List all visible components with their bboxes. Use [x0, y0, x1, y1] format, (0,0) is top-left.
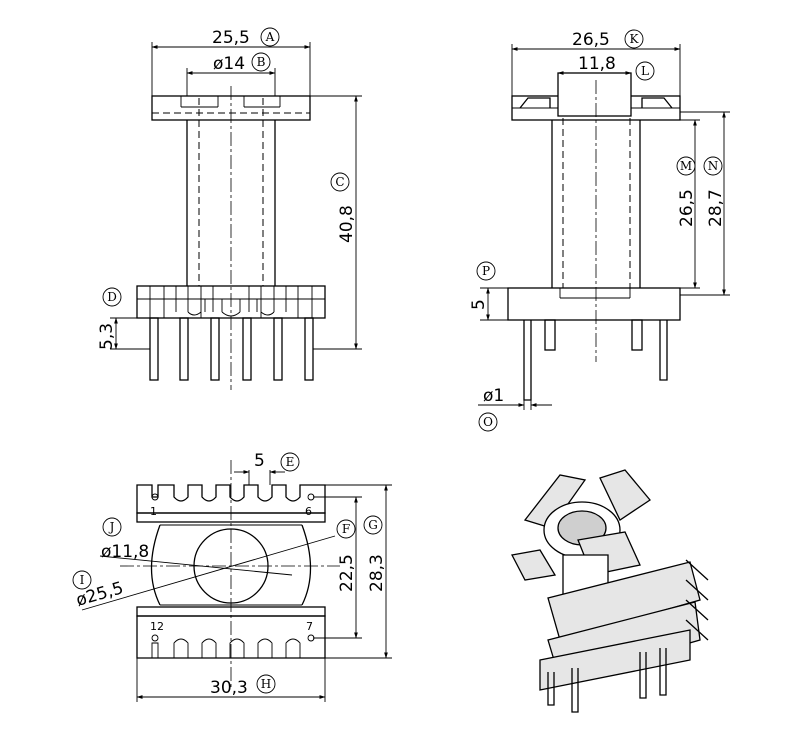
- dim-p-value: 5: [469, 299, 489, 310]
- isometric-view: [511, 469, 709, 713]
- dim-b-value: ø14: [213, 54, 245, 74]
- dim-e-value: 5: [254, 451, 265, 471]
- dim-e-tag: E: [286, 455, 295, 469]
- dim-n-tag: N: [708, 159, 719, 173]
- dim-b-tag: B: [257, 55, 266, 69]
- dim-g-value: 28,3: [367, 554, 387, 592]
- base-slots: [149, 286, 313, 318]
- front-view: 25,5 A ø14 B 40,8 C D 5,3: [97, 27, 362, 390]
- iso-pins: [547, 559, 709, 713]
- dim-p-tag: P: [482, 264, 490, 278]
- dim-n-value: 28,7: [706, 189, 726, 227]
- pin-label-6: 6: [305, 505, 312, 518]
- pin-label-1: 1: [150, 505, 157, 518]
- dim-d-tag: D: [107, 290, 117, 304]
- dim-o-tag: O: [483, 415, 493, 429]
- dim-h-value: 30,3: [210, 678, 248, 698]
- dim-c-tag: C: [335, 175, 344, 189]
- dim-m-value: 26,5: [677, 189, 697, 227]
- dim-a-value: 25,5: [212, 28, 250, 48]
- top-view: 1 6 12 7 5 E 22,5 28,3 F: [72, 451, 392, 702]
- front-pins: [149, 317, 314, 381]
- dim-m-tag: M: [680, 159, 692, 173]
- dim-f-tag: F: [342, 522, 350, 536]
- side-view: 26,5 K 11,8 L 26,5 28,7 M N P 5 ø1 O: [469, 29, 730, 432]
- dim-g-tag: G: [368, 518, 378, 532]
- dim-j-value: ø11,8: [101, 542, 149, 562]
- dim-l-value: 11,8: [578, 54, 616, 74]
- pin-label-7: 7: [306, 620, 313, 633]
- dim-k-tag: K: [630, 32, 640, 46]
- dim-h-tag: H: [261, 677, 271, 691]
- dim-k-value: 26,5: [572, 30, 610, 50]
- dim-i-tag: I: [80, 573, 85, 587]
- dim-l-tag: L: [641, 64, 649, 78]
- dim-d-value: 5,3: [97, 323, 117, 350]
- pin-label-12: 12: [150, 620, 164, 633]
- dim-f-value: 22,5: [337, 554, 357, 592]
- dim-j-tag: J: [108, 520, 115, 534]
- dim-a-tag: A: [265, 30, 275, 44]
- dim-c-value: 40,8: [337, 205, 357, 243]
- dim-o-value: ø1: [483, 386, 504, 406]
